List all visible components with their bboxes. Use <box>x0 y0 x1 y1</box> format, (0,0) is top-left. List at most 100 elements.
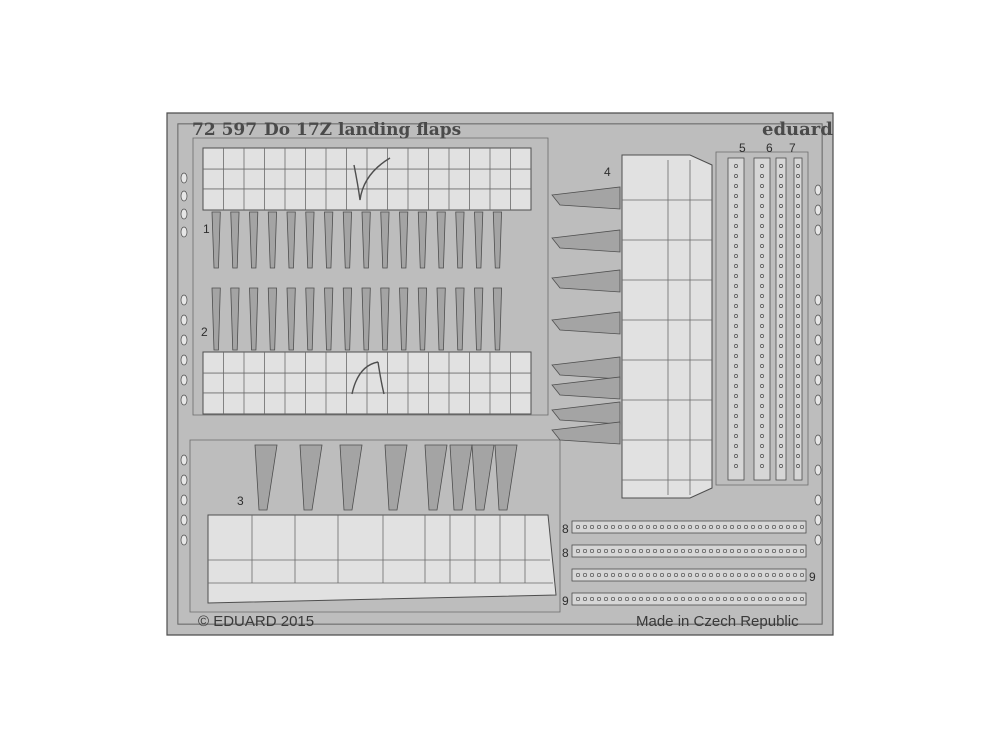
strip-hole <box>638 596 644 602</box>
strip-hole <box>734 264 738 268</box>
flap-rib <box>324 211 334 269</box>
strip-hole <box>734 174 738 178</box>
strip-hole <box>617 596 623 602</box>
strip-hole <box>760 244 764 248</box>
strip-hole <box>708 548 714 554</box>
flap-rib <box>384 444 408 511</box>
flap-rib <box>455 211 465 269</box>
strip-hole <box>764 524 770 530</box>
strip-hole <box>743 548 749 554</box>
etched-strip <box>571 568 807 582</box>
strip-hole <box>589 548 595 554</box>
strip-hole <box>734 444 738 448</box>
strip-hole <box>779 454 783 458</box>
strip-hole <box>610 524 616 530</box>
strip-hole <box>596 596 602 602</box>
frame-inner-left <box>192 137 549 416</box>
strip-hole <box>750 572 756 578</box>
strip-hole <box>760 374 764 378</box>
flap-rib <box>474 211 484 269</box>
strip-hole <box>652 548 658 554</box>
strip-hole <box>734 424 738 428</box>
strip-hole <box>603 596 609 602</box>
product-name: Do 17Z landing flaps <box>264 120 461 140</box>
strip-hole <box>796 424 800 428</box>
strip-hole <box>603 548 609 554</box>
strip-hole <box>757 572 763 578</box>
strip-hole <box>785 548 791 554</box>
strip-hole <box>760 234 764 238</box>
strip-hole <box>779 194 783 198</box>
strip-hole <box>708 572 714 578</box>
strip-hole <box>779 214 783 218</box>
product-code: 72 597 <box>192 120 257 140</box>
strip-hole <box>779 184 783 188</box>
strip-hole <box>582 572 588 578</box>
part-number-7: 7 <box>789 141 796 155</box>
strip-hole <box>624 572 630 578</box>
strip-hole <box>792 548 798 554</box>
etched-strip <box>571 520 807 534</box>
sprue-drop <box>814 334 822 346</box>
strip-hole <box>638 524 644 530</box>
strip-hole <box>760 224 764 228</box>
sprue-drop <box>814 184 822 196</box>
copyright-text: © EDUARD 2015 <box>198 613 314 630</box>
strip-hole <box>760 354 764 358</box>
strip-hole <box>659 524 665 530</box>
flap-rib <box>230 211 240 269</box>
strip-hole <box>796 254 800 258</box>
strip-hole <box>715 524 721 530</box>
sprue-drop <box>814 514 822 526</box>
flap-rib <box>249 211 259 269</box>
strip-hole <box>771 524 777 530</box>
strip-hole <box>582 596 588 602</box>
strip-hole <box>734 284 738 288</box>
strip-hole <box>617 548 623 554</box>
sprue-drop <box>814 394 822 406</box>
flap-rib <box>449 444 473 511</box>
part-number-3: 3 <box>237 494 244 508</box>
part-2-hinge-bracket <box>351 361 385 395</box>
strip-hole <box>796 364 800 368</box>
strip-hole <box>760 394 764 398</box>
strip-hole <box>729 524 735 530</box>
strip-hole <box>596 524 602 530</box>
sprue-drop <box>180 474 188 486</box>
part-number-1: 1 <box>203 222 210 236</box>
sprue-drop <box>180 514 188 526</box>
strip-hole <box>796 264 800 268</box>
strip-hole <box>708 524 714 530</box>
sprue-drop <box>180 494 188 506</box>
etched-strip <box>727 157 745 481</box>
flap-rib <box>286 287 296 351</box>
strip-hole <box>734 354 738 358</box>
strip-hole <box>796 244 800 248</box>
strip-hole <box>796 434 800 438</box>
flap-rib <box>399 287 409 351</box>
strip-hole <box>736 596 742 602</box>
strip-hole <box>760 434 764 438</box>
strip-hole <box>638 548 644 554</box>
flap-rib <box>492 211 502 269</box>
sprue-drop <box>180 534 188 546</box>
strip-hole <box>760 254 764 258</box>
strip-hole <box>779 444 783 448</box>
strip-hole <box>779 434 783 438</box>
strip-hole <box>673 524 679 530</box>
strip-hole <box>734 214 738 218</box>
strip-hole <box>757 548 763 554</box>
flap-rib <box>286 211 296 269</box>
strip-hole <box>734 374 738 378</box>
strip-hole <box>779 224 783 228</box>
strip-hole <box>796 284 800 288</box>
strip-hole <box>680 596 686 602</box>
strip-hole <box>673 572 679 578</box>
parts-8-9-strips <box>571 520 807 606</box>
strip-hole <box>796 174 800 178</box>
strip-hole <box>666 572 672 578</box>
part-3-flap <box>207 444 557 604</box>
strip-hole <box>734 314 738 318</box>
strip-hole <box>734 394 738 398</box>
strip-hole <box>734 384 738 388</box>
